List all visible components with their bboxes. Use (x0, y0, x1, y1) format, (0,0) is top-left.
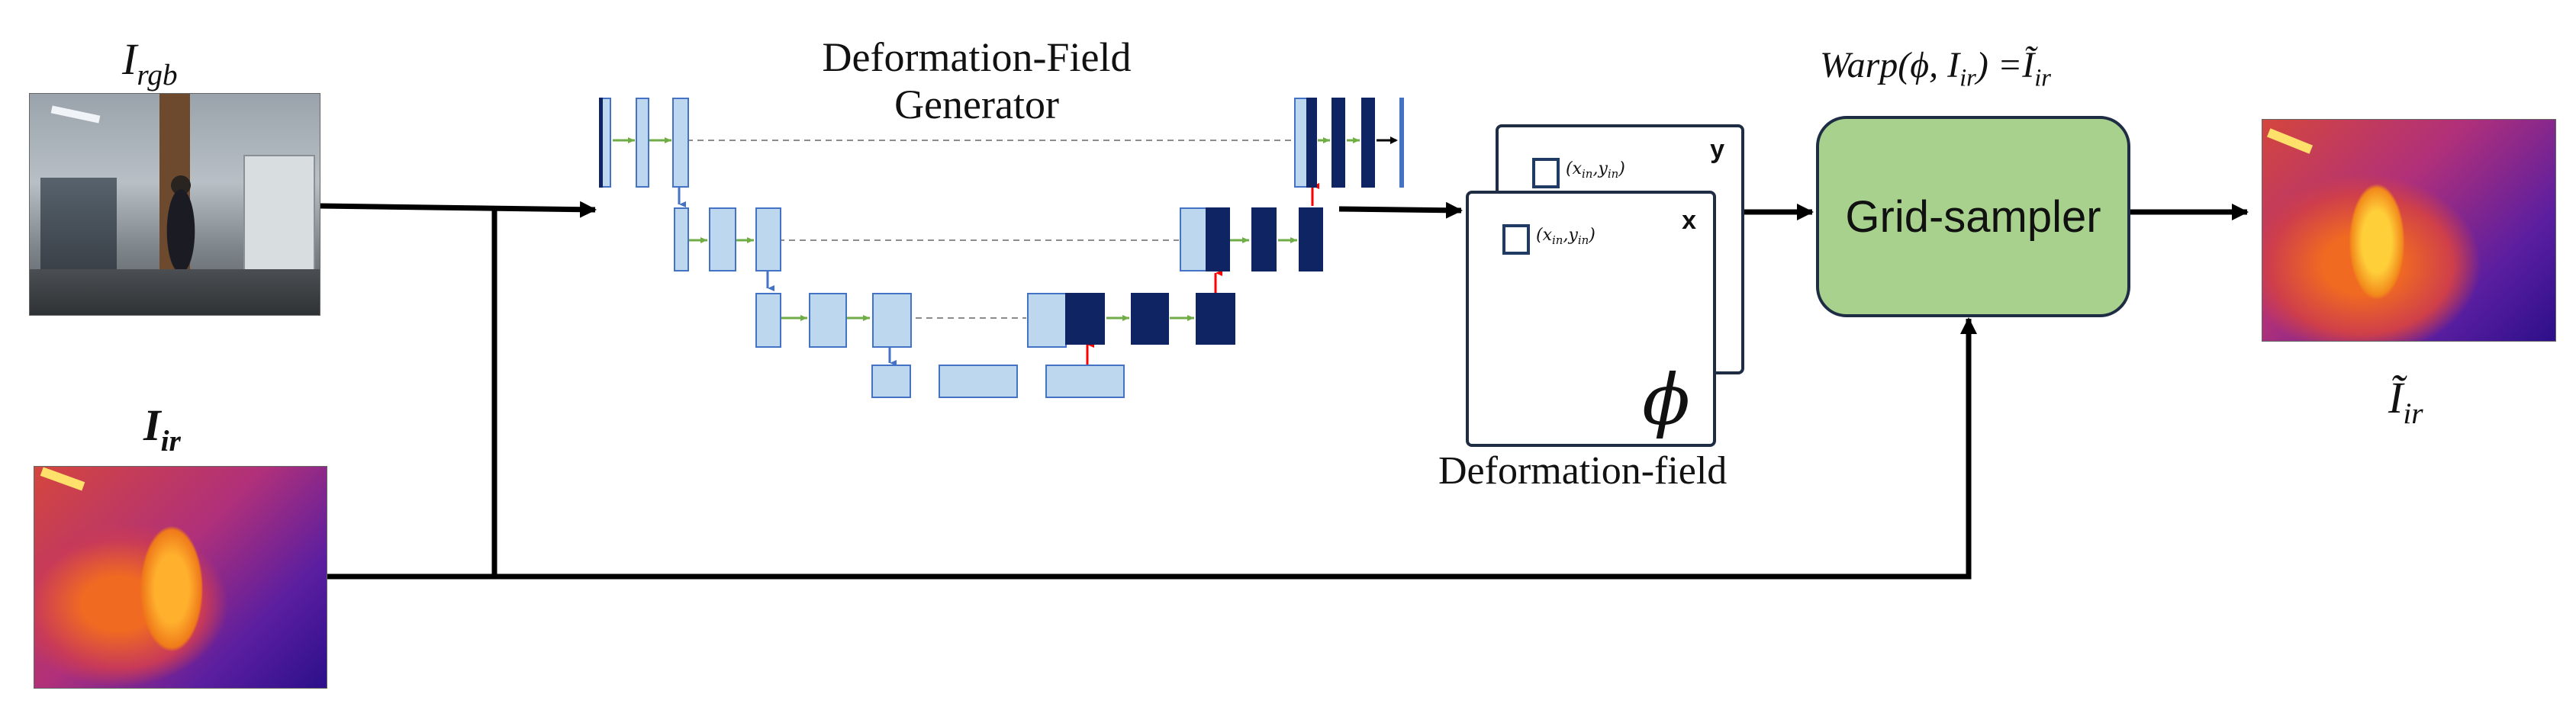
warp-equation: Warp(ϕ, Iir) =Ĩir (1820, 45, 2051, 92)
rgb-shelf (40, 178, 117, 284)
ir-input-label: Iir (143, 400, 181, 458)
rgb-ceiling-light (50, 105, 101, 124)
generator-to-field-arrow (1338, 201, 1463, 219)
enc1-block-a-edge (599, 98, 603, 188)
field-y-coord-label: (xin,yin) (1566, 159, 1625, 182)
rgb-to-generator-arrow (320, 201, 597, 218)
phi-symbol: ϕ (1642, 359, 1690, 441)
output-hot-light (2266, 128, 2314, 154)
generator-title-line2: Generator (894, 82, 1059, 127)
field-x-coord-label: (xin,yin) (1536, 226, 1596, 248)
grid-sampler-box: Grid-sampler (1816, 116, 2130, 317)
rgb-input-label: Irgb (122, 34, 178, 92)
warped-ir-output-image (2262, 119, 2556, 342)
downsample-arrows (678, 187, 897, 366)
enc3-block-a (755, 293, 781, 348)
dec3-concat-light (1027, 293, 1067, 348)
rgb-whiteboard (243, 155, 315, 272)
field-x-axis-label: x (1682, 206, 1696, 235)
enc2-block-a (674, 207, 689, 271)
dec1-output (1399, 98, 1404, 188)
dec3-block-c (1196, 293, 1235, 345)
enc3-block-b (809, 293, 847, 348)
grid-sampler-label: Grid-sampler (1845, 191, 2101, 242)
dec2-concat-light (1180, 207, 1207, 271)
rgb-desk (30, 269, 320, 315)
conv-arrows (613, 137, 1398, 321)
enc1-block-b (636, 98, 649, 188)
dec1-concat-dark (1306, 98, 1317, 188)
deformation-field-label: Deformation-field (1438, 449, 1728, 493)
bottleneck-block-b (939, 365, 1018, 398)
deformation-field-x: x (xin,yin) ϕ (1466, 191, 1716, 447)
dec2-concat-dark (1206, 207, 1230, 271)
dec1-block-c (1361, 98, 1375, 188)
enc3-block-c (872, 293, 912, 348)
rgb-input-image (29, 93, 320, 316)
generator-title-line1: Deformation-Field (822, 34, 1132, 80)
field-y-sample-point (1532, 158, 1560, 188)
field-x-sample-point (1502, 224, 1530, 255)
ir-input-image (34, 466, 327, 689)
generator-title: Deformation-Field Generator (748, 34, 1206, 128)
dec2-block-c (1299, 207, 1323, 271)
bottleneck-block-a (871, 365, 911, 398)
dec3-block-b (1131, 293, 1169, 345)
ir-hot-light (40, 467, 85, 491)
bottleneck-block-c (1045, 365, 1125, 398)
enc2-block-c (755, 207, 781, 271)
output-label: Ĩir (2388, 373, 2423, 430)
enc2-block-b (709, 207, 736, 271)
dec3-concat-dark (1065, 293, 1105, 345)
dec2-block-b (1251, 207, 1277, 271)
ir-to-sampler-line (327, 317, 1977, 580)
field-y-axis-label: y (1710, 135, 1724, 164)
dec1-block-b (1331, 98, 1345, 188)
enc1-block-c (672, 98, 689, 188)
